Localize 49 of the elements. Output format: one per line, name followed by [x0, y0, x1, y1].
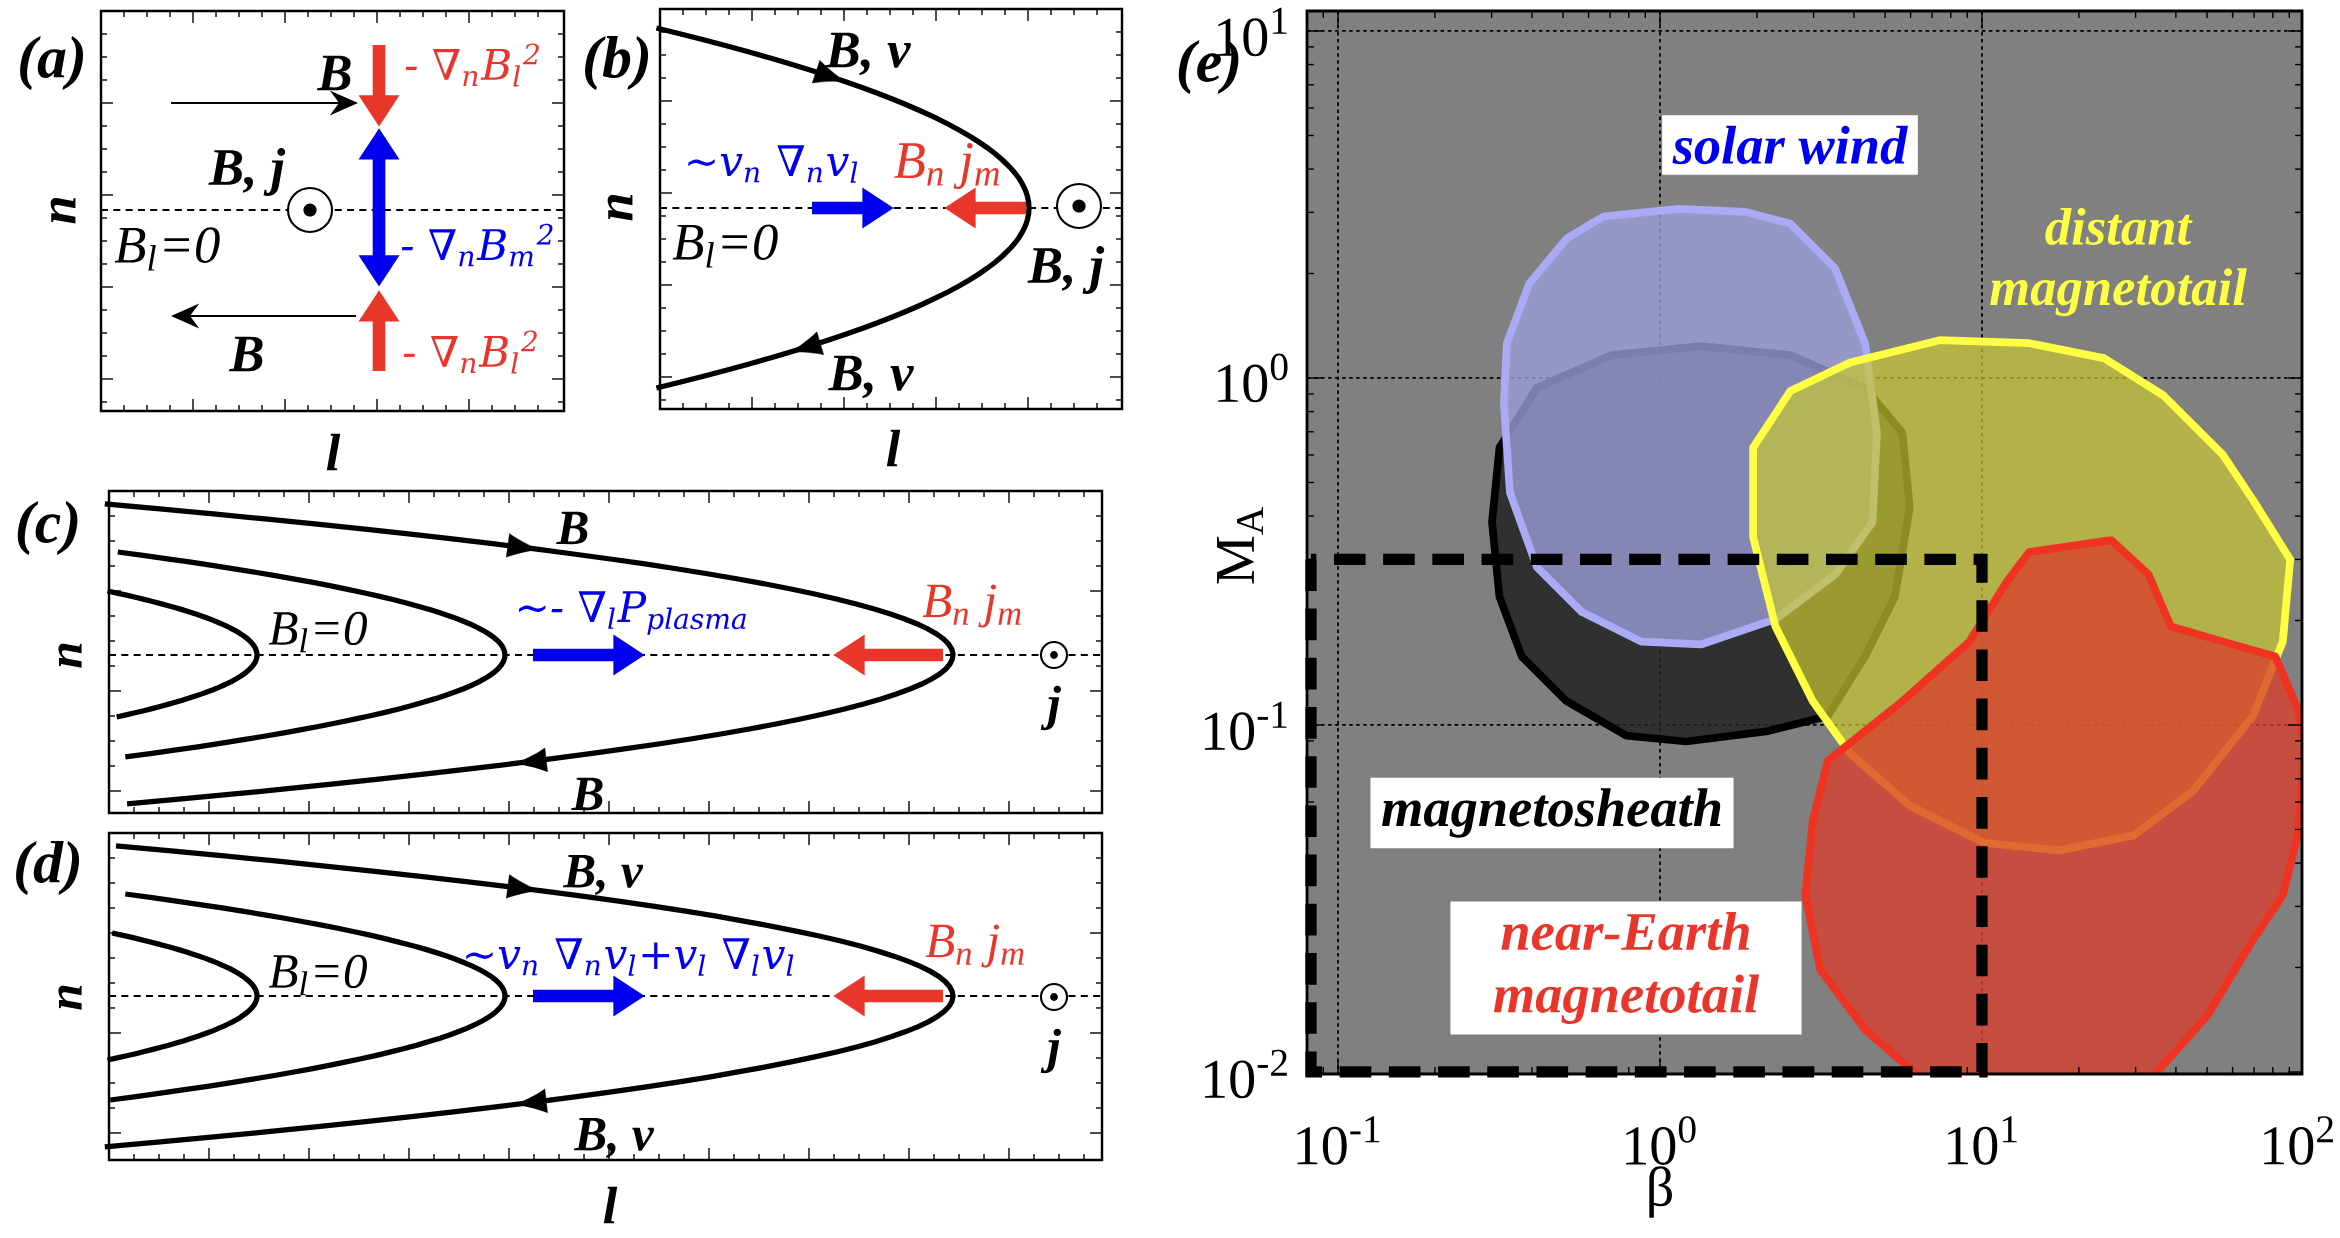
tick-label: 10$^{2}$: [2264, 1116, 2333, 1165]
axis-label: n: [58, 643, 82, 668]
tick-label: 10$^{-2}$: [1204, 1049, 1287, 1099]
field-label: B: [571, 777, 603, 811]
field-label: B: [556, 511, 588, 545]
field-label: B: [228, 336, 263, 372]
field-label: j: [1040, 685, 1061, 731]
tick-label: 10$^{0}$: [1218, 353, 1288, 403]
axis-label: β: [1649, 1166, 1672, 1218]
region-label: distant magnetotail: [1990, 207, 2247, 317]
axis-label: M$_{A}$: [1217, 506, 1263, 584]
region-label: magnetosheath: [1370, 777, 1734, 849]
force-label: ~- ∇$_{l}$P$_{plasma}$: [519, 591, 746, 635]
axis-label: l: [326, 433, 341, 471]
field-label: B, v: [828, 355, 914, 399]
field-label: B, v: [573, 1118, 655, 1158]
field-label: B, v: [825, 32, 911, 76]
field-label: B$_{l}$=0: [114, 227, 220, 271]
panel-label: (d): [16, 840, 80, 896]
force-label: - ∇$_{n}$B$_{l}$2: [403, 330, 537, 374]
field-label: B$_{l}$=0: [268, 954, 367, 996]
force-label: ~v$_{n}$ ∇$_{n}$v$_{l}$: [688, 145, 858, 183]
force-label: B$_{n}$ j$_{m}$: [894, 142, 999, 190]
field-label: B$_{l}$=0: [672, 224, 778, 268]
axis-label: n: [607, 194, 633, 221]
force-label: - ∇$_{n}$B$_{m}$2: [401, 223, 553, 267]
panel-label: (b): [585, 35, 649, 91]
panel-label: (a): [20, 35, 84, 91]
field-label: B$_{l}$=0: [268, 611, 367, 653]
tick-label: 10$^{0}$: [1626, 1116, 1696, 1165]
region-label: near-Earth magnetotail: [1450, 901, 1802, 1035]
axis-label: n: [58, 985, 82, 1010]
region-label: solar wind: [1662, 115, 1918, 175]
field-label: B, v: [562, 855, 644, 895]
field-label: B: [316, 55, 351, 91]
field-label: j: [1040, 1028, 1061, 1074]
force-label: - ∇$_{n}$B$_{l}$2: [405, 43, 539, 87]
tick-label: 10$^{-1}$: [1297, 1116, 1380, 1165]
axis-label: l: [886, 429, 901, 467]
force-label: B$_{n}$ j$_{m}$: [922, 584, 1021, 628]
axis-label: l: [603, 1186, 618, 1224]
force-label: B$_{n}$ j$_{m}$: [925, 924, 1024, 968]
field-label: B, j: [208, 148, 286, 196]
tick-label: 10$^{-1}$: [1204, 701, 1287, 751]
force-label: ~v$_{n}$ ∇$_{n}$v$_{l}$+v$_{l}$ ∇$_{l}$v$_{l}$: [466, 938, 794, 976]
tick-label: 10$^{1}$: [1948, 1116, 2017, 1165]
panel-label: (c): [17, 500, 78, 556]
axis-label: n: [50, 197, 76, 224]
field-label: B, j: [1027, 246, 1105, 294]
